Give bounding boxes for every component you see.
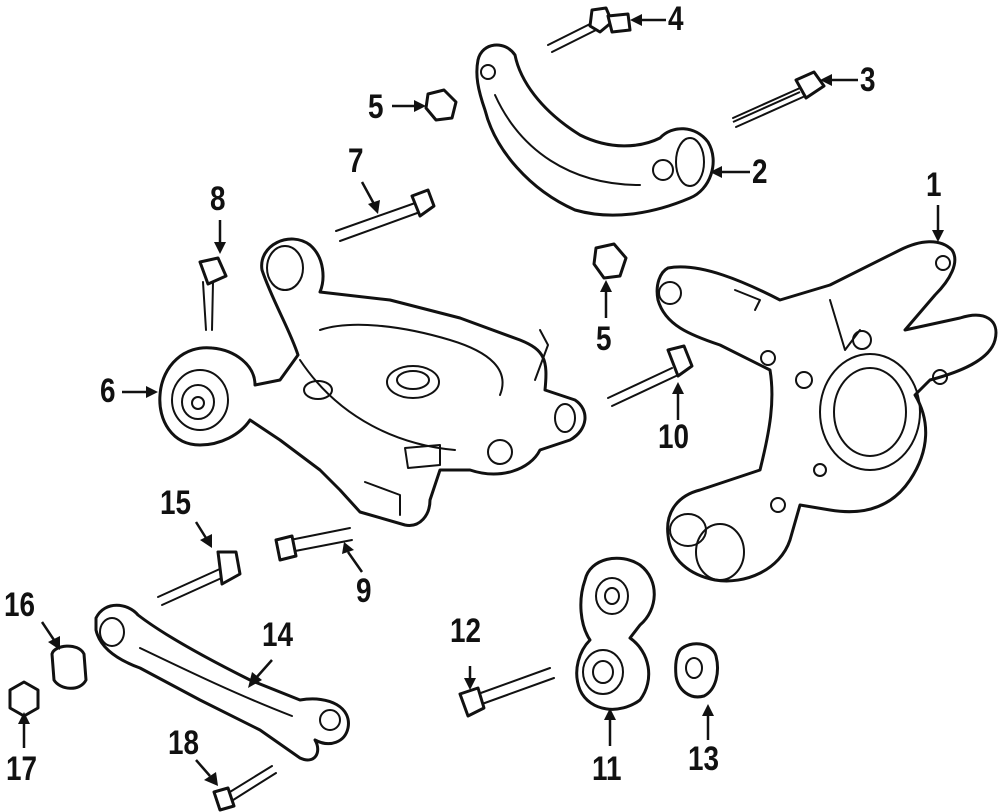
nut-17 [8, 680, 40, 718]
callout-5-top: 5 [368, 88, 384, 126]
lower-control-arm [94, 603, 350, 762]
callout-7: 7 [348, 142, 364, 180]
callout-6: 6 [100, 372, 116, 410]
callout-3: 3 [860, 61, 876, 99]
nut-5-top [424, 88, 458, 122]
cam-washer-13-hole [685, 657, 703, 679]
bolt-8 [198, 256, 228, 331]
callout-12: 12 [450, 612, 482, 650]
callout-17: 17 [6, 750, 38, 788]
bolt-10 [607, 344, 694, 407]
bolt-4 [547, 6, 632, 53]
callout-15: 15 [160, 484, 192, 522]
bolt-9 [274, 527, 353, 562]
washer-16 [50, 644, 88, 690]
upper-control-arm [475, 43, 715, 217]
subframe [158, 237, 587, 527]
callout-10: 10 [658, 418, 690, 456]
link [575, 556, 656, 711]
knuckle [655, 240, 998, 583]
callout-5-mid: 5 [596, 320, 612, 358]
callout-16: 16 [4, 586, 36, 624]
cam-washer-13 [674, 642, 719, 699]
bolt-15 [157, 550, 242, 606]
bolt-3 [732, 70, 826, 128]
callout-18: 18 [168, 724, 200, 762]
bolt-12 [458, 667, 555, 718]
callout-13: 13 [688, 740, 720, 778]
leader-lines [18, 14, 944, 786]
callout-1: 1 [926, 166, 942, 204]
callout-14: 14 [262, 616, 294, 654]
bolt-18 [212, 765, 277, 812]
callout-2: 2 [752, 153, 768, 191]
callout-9: 9 [356, 572, 372, 610]
nut-5-mid [592, 242, 628, 280]
callout-11: 11 [592, 750, 622, 788]
callout-4: 4 [668, 0, 684, 38]
callout-8: 8 [210, 180, 226, 218]
bolt-7 [335, 188, 436, 242]
